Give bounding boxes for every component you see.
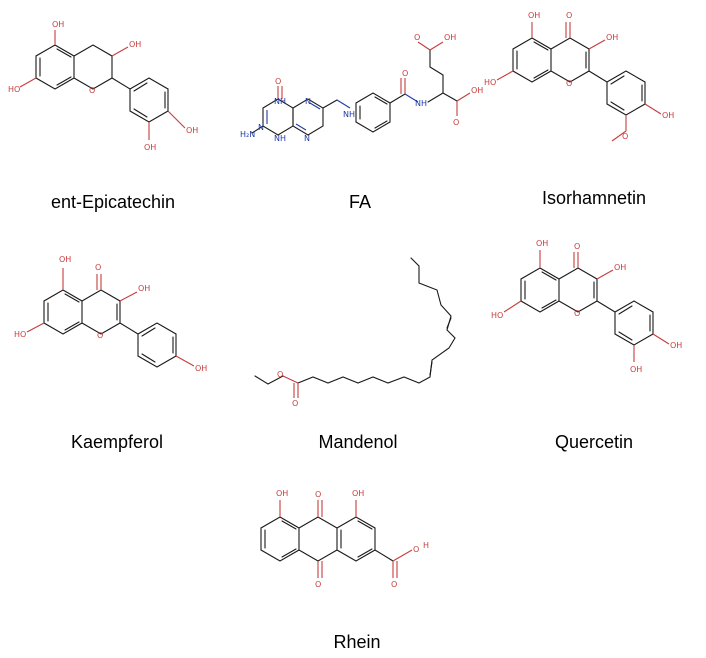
structure-fa: O N NH N N NH H₂N NH O NH O OH O OH xyxy=(240,33,483,143)
atom-label: OH xyxy=(144,143,156,152)
atom-label: OH xyxy=(444,33,456,42)
atom-label: N xyxy=(305,97,311,106)
atom-label: H xyxy=(423,541,429,550)
atom-label: O xyxy=(622,132,628,141)
compound-name: Kaempferol xyxy=(71,432,163,452)
atom-label: H₂N xyxy=(240,130,255,139)
atom-label: OH xyxy=(662,111,674,120)
atom-label: O xyxy=(574,242,580,251)
atom-label: NH xyxy=(415,99,427,108)
atom-label: OH xyxy=(195,364,207,373)
atom-label: OH xyxy=(630,365,642,374)
atom-label: O xyxy=(95,263,101,272)
atom-label: OH xyxy=(606,33,618,42)
structure-isorhamnetin: OH O OH HO O OH O xyxy=(484,11,674,142)
atom-label: HO xyxy=(491,311,503,320)
atom-label: O xyxy=(453,118,459,127)
structure-rhein: OH O OH O O H O xyxy=(260,489,429,589)
compound-name: Quercetin xyxy=(555,432,633,452)
compound-name: Isorhamnetin xyxy=(542,188,646,208)
atom-label: N xyxy=(304,134,310,143)
compound-name: Mandenol xyxy=(318,432,397,452)
atom-label: O xyxy=(97,331,103,340)
structure-kaempferol: OH O OH HO O OH xyxy=(14,255,207,373)
atom-label: OH xyxy=(352,489,364,498)
atom-label: OH xyxy=(59,255,71,264)
atom-label: OH xyxy=(528,11,540,20)
atom-label: O xyxy=(414,33,420,42)
atom-label: OH xyxy=(471,86,483,95)
atom-label: O xyxy=(275,77,281,86)
atom-label: O xyxy=(315,580,321,589)
atom-label: NH xyxy=(274,97,286,106)
compound-name: FA xyxy=(349,192,371,212)
atom-label: O xyxy=(89,86,95,95)
atom-label: OH xyxy=(186,126,198,135)
atom-label: OH xyxy=(670,341,682,350)
atom-label: O xyxy=(315,490,321,499)
atom-label: OH xyxy=(536,239,548,248)
atom-label: N xyxy=(258,123,264,132)
atom-label: O xyxy=(277,370,283,379)
atom-label: O xyxy=(566,79,572,88)
atom-label: OH xyxy=(129,40,141,49)
atom-label: NH xyxy=(343,110,355,119)
compound-name: Rhein xyxy=(333,632,380,652)
atom-label: O xyxy=(413,545,419,554)
atom-label: O xyxy=(391,580,397,589)
structure-quercetin: OH O OH HO O OH OH xyxy=(491,239,682,374)
atom-label: OH xyxy=(276,489,288,498)
atom-label: OH xyxy=(52,20,64,29)
atom-label: HO xyxy=(14,330,26,339)
atom-label: OH xyxy=(138,284,150,293)
atom-label: O xyxy=(566,11,572,20)
atom-label: HO xyxy=(8,85,20,94)
atom-label: OH xyxy=(614,263,626,272)
atom-label: HO xyxy=(484,78,496,87)
atom-label: O xyxy=(402,69,408,78)
atom-label: O xyxy=(574,309,580,318)
atom-label: O xyxy=(292,399,298,408)
compound-name: ent-Epicatechin xyxy=(51,192,175,212)
atom-label: NH xyxy=(274,134,286,143)
structure-mandenol: O O xyxy=(254,257,456,408)
structure-ent-epicatechin: OH HO OH O OH OH xyxy=(8,20,198,152)
